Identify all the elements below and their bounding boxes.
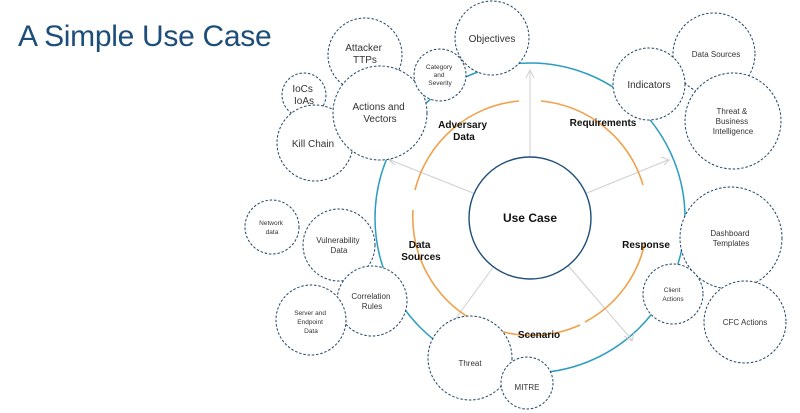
node-mitre	[500, 356, 554, 410]
spoke-down-right-arrowhead	[623, 332, 635, 342]
spoke-up-left	[389, 159, 479, 196]
page-title: A Simple Use Case	[18, 20, 272, 53]
spoke-up-arrowhead	[525, 68, 535, 79]
arc-adversary	[414, 100, 520, 191]
arc-data-sources	[411, 209, 474, 321]
node-objectives	[454, 0, 530, 76]
label-actions-vectors: Actions and Vectors	[352, 102, 407, 125]
satellite-nodes	[244, 0, 787, 410]
label-mitre: MITRE	[515, 383, 540, 392]
section-response: Response	[622, 240, 670, 251]
node-threat	[427, 315, 513, 401]
label-kill-chain: Kill Chain	[292, 139, 334, 150]
arc-requirements	[540, 100, 644, 186]
label-threat: Threat	[458, 359, 482, 368]
spoke-up-right-arrowhead	[660, 156, 670, 166]
section-data-sources: Data Sources	[401, 240, 441, 263]
node-network-data	[244, 199, 300, 255]
label-threat-business-intel: Threat & Business Intelligence	[713, 107, 754, 136]
arc-response	[584, 241, 646, 323]
node-indicators	[612, 47, 686, 121]
label-attacker-ttps: Attacker TTPs	[345, 43, 384, 66]
label-correlation-rules: Correlation Rules	[351, 292, 392, 311]
node-cfc-actions	[703, 280, 787, 364]
core-circle	[468, 156, 592, 280]
spoke-down-right	[564, 261, 633, 341]
spoke-up-right	[581, 159, 669, 196]
section-scenario: Scenario	[518, 330, 560, 341]
node-category-severity	[413, 48, 467, 102]
label-dashboard-templates: Dashboard Templates	[710, 229, 751, 248]
label-server-endpoint-data: Server and Endpoint Data	[294, 310, 328, 335]
node-dashboard-templates	[679, 186, 783, 290]
section-adversary-data: Adversary Data	[438, 120, 490, 143]
label-data-sources-node: Data Sources	[692, 50, 740, 59]
label-client-actions: Client Actions	[662, 287, 684, 303]
section-requirements: Requirements	[570, 118, 637, 129]
label-cfc-actions: CFC Actions	[723, 318, 767, 327]
core-label: Use Case	[503, 211, 557, 225]
label-vulnerability-data: Vulnerability Data	[316, 236, 362, 255]
label-iocs-ioas: IoCs IoAs	[292, 84, 315, 107]
spoke-up-left-arrowhead	[388, 156, 397, 166]
label-network-data: Network data	[259, 220, 285, 236]
node-server-endpoint-data	[275, 284, 347, 356]
node-actions-vectors	[332, 65, 428, 161]
label-indicators: Indicators	[627, 80, 670, 91]
node-client-actions	[642, 263, 704, 325]
node-vulnerability-data	[302, 208, 376, 282]
node-threat-business-intel	[684, 72, 782, 170]
label-category-severity: Category and Severity	[426, 64, 454, 87]
label-objectives: Objectives	[469, 34, 516, 45]
node-correlation-rules	[336, 265, 408, 337]
